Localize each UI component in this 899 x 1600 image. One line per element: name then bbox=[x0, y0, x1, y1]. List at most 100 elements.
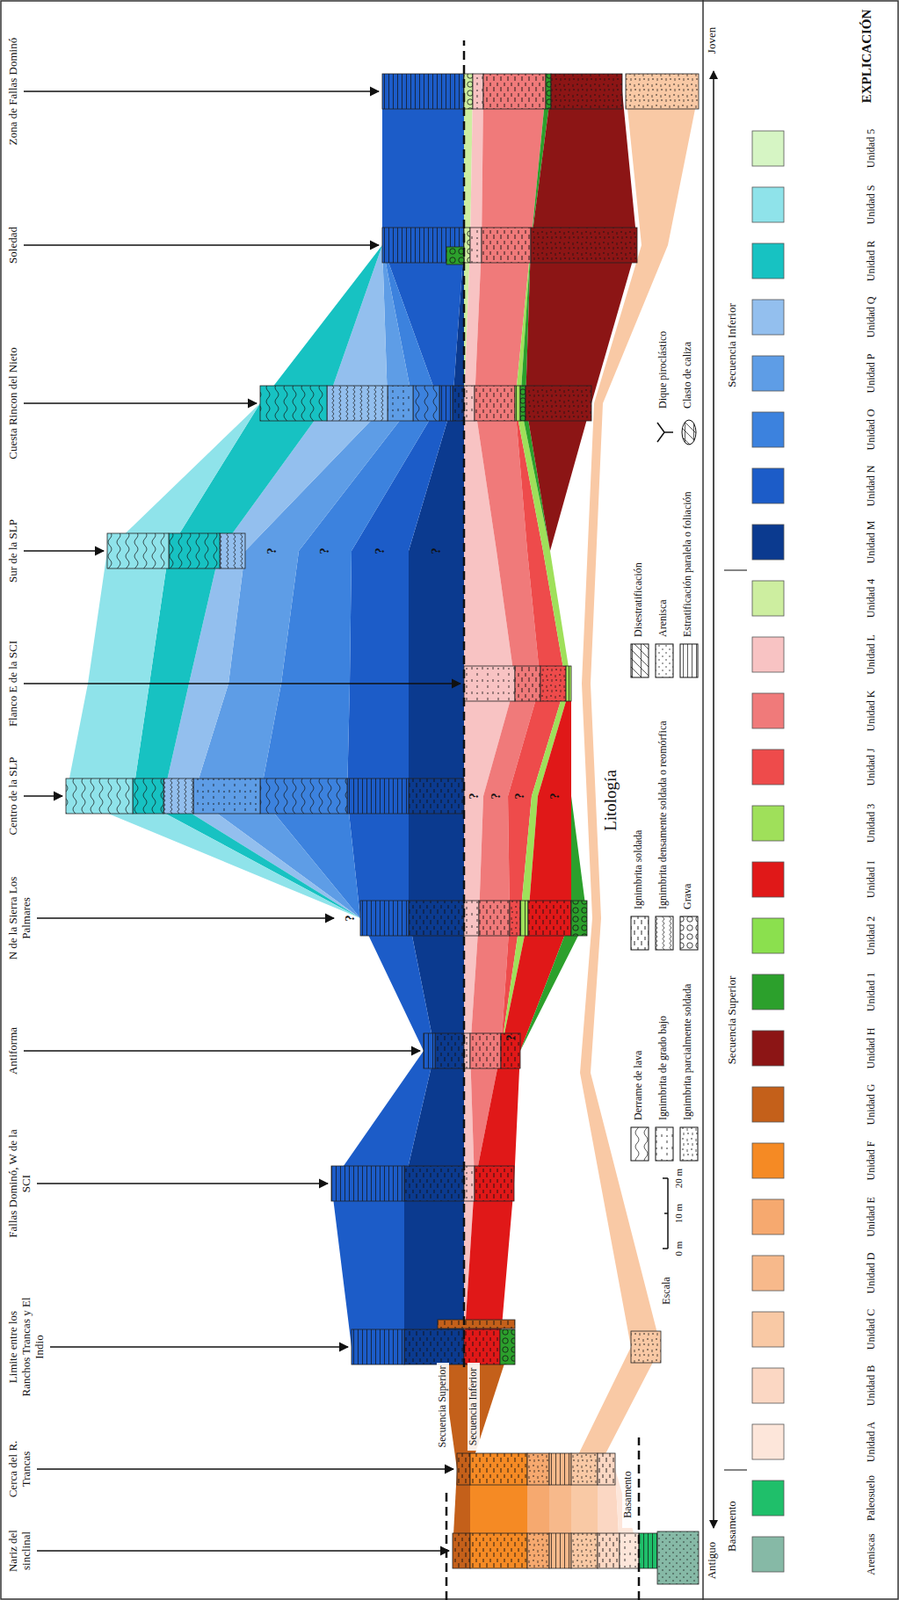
sequence-boundary bbox=[638, 1437, 641, 1600]
column-segment bbox=[571, 1533, 598, 1569]
query-mark: ? bbox=[264, 543, 280, 559]
column-segment bbox=[474, 1166, 515, 1202]
column-segment bbox=[540, 666, 566, 702]
query-mark: ? bbox=[372, 543, 388, 559]
column-segment bbox=[219, 533, 246, 569]
lithology-pattern bbox=[470, 1533, 528, 1569]
column-segment bbox=[551, 73, 623, 109]
lithology-pattern bbox=[326, 385, 388, 421]
legend-swatch bbox=[752, 412, 784, 448]
lithology-pattern bbox=[565, 666, 572, 702]
column-segment bbox=[625, 73, 699, 109]
lithology-pattern bbox=[514, 666, 541, 702]
column-label: Soledad bbox=[7, 192, 21, 298]
lithology-pattern bbox=[571, 900, 588, 936]
column-segment bbox=[326, 385, 388, 421]
leader-arrow bbox=[23, 795, 63, 798]
correlation-band bbox=[65, 91, 424, 1348]
column-segment bbox=[408, 900, 464, 936]
legend-heading: Litología bbox=[601, 739, 621, 863]
lithology-pattern bbox=[404, 1166, 464, 1202]
column-segment bbox=[630, 1331, 661, 1363]
column-segment bbox=[470, 1033, 501, 1069]
lithology-pattern bbox=[260, 385, 327, 421]
correlation-band bbox=[132, 91, 424, 1348]
column-segment bbox=[470, 1533, 528, 1569]
group-label: Basamento bbox=[725, 1473, 740, 1580]
column-segment bbox=[132, 778, 164, 814]
sequence-boundary bbox=[445, 1490, 449, 1600]
column-label: Sur de la SLP bbox=[7, 498, 21, 604]
lithology-pattern bbox=[464, 73, 473, 109]
column-segment bbox=[571, 1453, 598, 1486]
column-segment bbox=[464, 1329, 501, 1365]
column-segment bbox=[509, 900, 521, 936]
lithology-pattern bbox=[478, 900, 510, 936]
lithology-pattern bbox=[520, 385, 526, 421]
column-segment bbox=[168, 533, 220, 569]
leader-arrow bbox=[23, 550, 104, 552]
column-segment bbox=[619, 1533, 639, 1569]
legend-swatch bbox=[752, 1143, 784, 1179]
column-label: Fallas Dominó, W de la SCI bbox=[7, 1126, 34, 1241]
column-label: Cerca del R. Trancas bbox=[7, 1429, 34, 1509]
lithology-pattern bbox=[474, 1166, 515, 1202]
scale-label: 0 m bbox=[673, 1231, 685, 1267]
lithology-pattern bbox=[551, 73, 623, 109]
column-segment bbox=[470, 1453, 528, 1486]
legend-swatch bbox=[752, 580, 784, 617]
leader-arrow bbox=[36, 917, 334, 920]
legend-swatch bbox=[752, 862, 784, 898]
legend-sample bbox=[681, 420, 696, 445]
column-segment bbox=[446, 246, 464, 265]
legend-text: Unidad 3 bbox=[865, 795, 878, 852]
lithology-pattern bbox=[527, 1533, 550, 1569]
column-segment bbox=[464, 385, 475, 421]
legend-swatch bbox=[752, 243, 784, 279]
legend-sample bbox=[655, 916, 674, 950]
lithology-pattern bbox=[483, 73, 546, 109]
lithology-pattern bbox=[464, 1329, 501, 1365]
legend-sample bbox=[655, 644, 674, 678]
legend-swatch bbox=[752, 1537, 784, 1573]
lithology-pattern bbox=[657, 1531, 699, 1585]
column-segment bbox=[452, 385, 464, 421]
correlation-band bbox=[163, 91, 424, 1348]
lithology-pattern bbox=[387, 385, 414, 421]
legend-swatch bbox=[752, 1087, 784, 1123]
legend-text: Derrame de lava bbox=[632, 962, 646, 1121]
column-label: N de la Sierra Los Palmares bbox=[7, 861, 34, 976]
lithology-pattern bbox=[413, 385, 440, 421]
group-divider bbox=[724, 1469, 747, 1471]
legend-swatch bbox=[752, 693, 784, 729]
strata-columns bbox=[65, 73, 699, 1585]
legend-text: Unidad G bbox=[865, 1076, 878, 1133]
lithology-pattern bbox=[470, 1453, 528, 1486]
column-segment bbox=[437, 1319, 515, 1329]
column-segment bbox=[527, 1453, 550, 1486]
legend-text: Unidad Q bbox=[865, 289, 878, 346]
legend-text: Unidad I bbox=[865, 851, 878, 908]
legend-swatch bbox=[752, 637, 784, 673]
lithology-pattern bbox=[360, 900, 409, 936]
lithology-pattern bbox=[597, 1533, 620, 1569]
legend-text: Unidad 2 bbox=[865, 907, 878, 965]
column-segment bbox=[387, 385, 414, 421]
lithology-pattern bbox=[408, 900, 464, 936]
legend-text: Unidad S bbox=[865, 176, 878, 233]
lithology-pattern bbox=[625, 73, 699, 109]
column-segment bbox=[260, 778, 348, 814]
column-label: Centro de la SLP bbox=[7, 743, 21, 849]
column-segment bbox=[404, 1329, 464, 1365]
legend-swatch bbox=[752, 1255, 784, 1291]
column-segment bbox=[331, 1166, 405, 1202]
column-segment bbox=[530, 227, 638, 263]
sequence-boundary bbox=[463, 40, 466, 1368]
column-segment bbox=[351, 1329, 405, 1365]
column-segment bbox=[549, 1453, 572, 1486]
column-segment bbox=[500, 1329, 515, 1365]
leader-arrow bbox=[23, 244, 379, 247]
legend-swatch bbox=[752, 468, 784, 504]
lithology-pattern bbox=[500, 1329, 515, 1365]
